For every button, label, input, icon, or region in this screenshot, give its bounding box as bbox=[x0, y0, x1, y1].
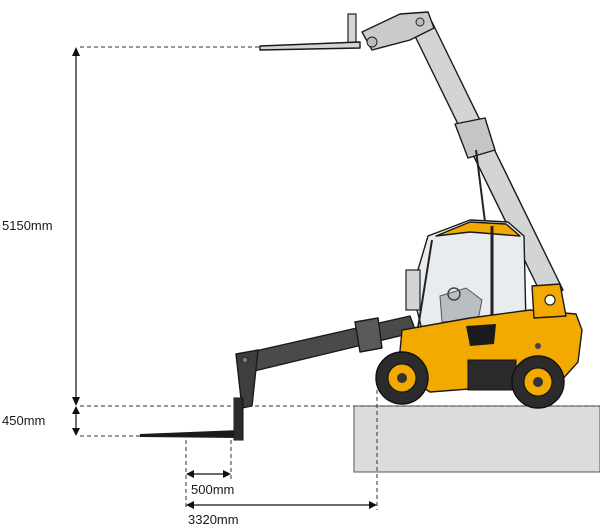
lift-height-label: 5150mm bbox=[2, 218, 53, 233]
lowered-forks bbox=[140, 398, 241, 440]
dimension-fork-offset: 500mm bbox=[186, 470, 234, 497]
dimension-lift-height: 5150mm bbox=[2, 47, 80, 406]
raised-boom bbox=[259, 11, 564, 303]
below-ground-label: 450mm bbox=[2, 413, 45, 428]
ground-block bbox=[353, 405, 600, 473]
dimension-reach: 3320mm bbox=[186, 501, 377, 527]
cab bbox=[405, 219, 527, 331]
reach-label: 3320mm bbox=[188, 512, 239, 527]
dimension-below-ground: 450mm bbox=[2, 406, 80, 436]
front-wheel bbox=[375, 351, 429, 405]
fork-offset-label: 500mm bbox=[191, 482, 234, 497]
rear-wheel bbox=[511, 355, 565, 409]
